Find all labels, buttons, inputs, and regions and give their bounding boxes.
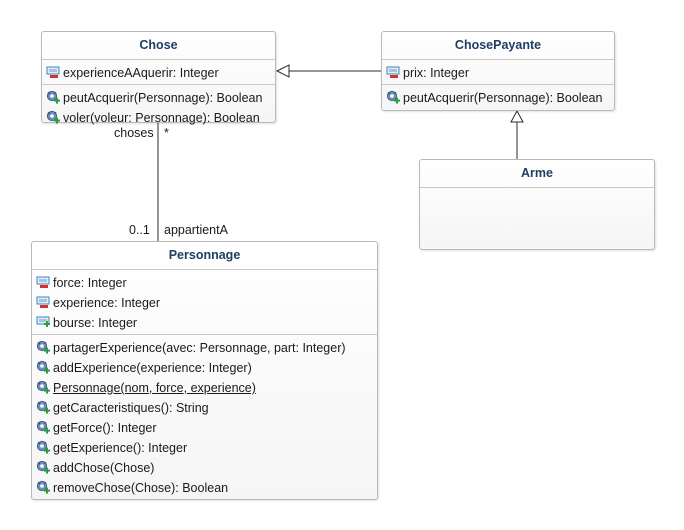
operation-compartment: partagerExperience(avec: Personnage, par… bbox=[32, 335, 377, 499]
generalization-arrowhead-chosepayante bbox=[510, 109, 524, 123]
operation-row[interactable]: removeChose(Chose): Boolean bbox=[32, 478, 377, 498]
operation-text: getCaracteristiques(): String bbox=[53, 401, 209, 415]
class-chose[interactable]: Chose experienceAAquerir: Integer peutAc… bbox=[41, 31, 276, 125]
public-operation-icon bbox=[386, 90, 401, 104]
attribute-text: experienceAAquerir: Integer bbox=[63, 66, 219, 80]
public-operation-icon bbox=[36, 440, 51, 454]
operation-compartment: peutAcquerir(Personnage): Boolean voler(… bbox=[42, 85, 275, 129]
public-operation-icon bbox=[46, 110, 61, 124]
operation-text: addChose(Chose) bbox=[53, 461, 155, 475]
operation-text: partagerExperience(avec: Personnage, par… bbox=[53, 341, 346, 355]
operation-row[interactable]: getExperience(): Integer bbox=[32, 438, 377, 458]
attribute-compartment: force: Integer experience: Integer bours… bbox=[32, 270, 377, 335]
operation-text: peutAcquerir(Personnage): Boolean bbox=[403, 91, 603, 105]
generalization-arrowhead-chose bbox=[275, 64, 290, 78]
class-name: Arme bbox=[420, 160, 654, 188]
attribute-text: experience: Integer bbox=[53, 296, 161, 310]
operation-compartment: peutAcquerir(Personnage): Boolean bbox=[382, 85, 614, 109]
public-operation-icon bbox=[36, 480, 51, 494]
class-name: ChosePayante bbox=[382, 32, 614, 60]
attribute-text: force: Integer bbox=[53, 276, 127, 290]
class-chosepayante[interactable]: ChosePayante prix: Integer peutAcquerir(… bbox=[381, 31, 615, 111]
private-attribute-icon bbox=[36, 295, 51, 309]
public-operation-icon bbox=[46, 90, 61, 104]
operation-text: voler(voleur: Personnage): Boolean bbox=[63, 111, 260, 125]
class-personnage[interactable]: Personnage force: Integer experience: In… bbox=[31, 241, 378, 500]
class-name: Personnage bbox=[32, 242, 377, 270]
public-operation-icon bbox=[36, 380, 51, 394]
operation-row[interactable]: getCaracteristiques(): String bbox=[32, 398, 377, 418]
operation-row[interactable]: getForce(): Integer bbox=[32, 418, 377, 438]
operation-text: removeChose(Chose): Boolean bbox=[53, 481, 229, 495]
association-multiplicity-many: * bbox=[164, 126, 169, 140]
association-role-choses: choses bbox=[114, 126, 154, 140]
operation-row[interactable]: peutAcquerir(Personnage): Boolean bbox=[382, 88, 614, 108]
attribute-row[interactable]: force: Integer bbox=[32, 273, 377, 293]
attribute-compartment: experienceAAquerir: Integer bbox=[42, 60, 275, 85]
attribute-text: prix: Integer bbox=[403, 66, 470, 80]
operation-row[interactable]: voler(voleur: Personnage): Boolean bbox=[42, 108, 275, 128]
attribute-row[interactable]: prix: Integer bbox=[382, 63, 614, 83]
class-name: Chose bbox=[42, 32, 275, 60]
constructor-row[interactable]: Personnage(nom, force, experience) bbox=[32, 378, 377, 398]
private-attribute-icon bbox=[386, 65, 401, 79]
operation-text: addExperience(experience: Integer) bbox=[53, 361, 252, 375]
operation-row[interactable]: partagerExperience(avec: Personnage, par… bbox=[32, 338, 377, 358]
attribute-row[interactable]: experienceAAquerir: Integer bbox=[42, 63, 275, 83]
constructor-text: Personnage(nom, force, experience) bbox=[53, 381, 256, 395]
public-operation-icon bbox=[36, 360, 51, 374]
operation-text: peutAcquerir(Personnage): Boolean bbox=[63, 91, 263, 105]
operation-row[interactable]: addExperience(experience: Integer) bbox=[32, 358, 377, 378]
public-operation-icon bbox=[36, 460, 51, 474]
attribute-row[interactable]: experience: Integer bbox=[32, 293, 377, 313]
attribute-text: bourse: Integer bbox=[53, 316, 138, 330]
operation-row[interactable]: peutAcquerir(Personnage): Boolean bbox=[42, 88, 275, 108]
association-role-appartienta: appartientA bbox=[164, 223, 228, 237]
public-attribute-icon bbox=[36, 315, 51, 329]
class-arme[interactable]: Arme bbox=[419, 159, 655, 250]
private-attribute-icon bbox=[36, 275, 51, 289]
attribute-row[interactable]: bourse: Integer bbox=[32, 313, 377, 333]
operation-text: getExperience(): Integer bbox=[53, 441, 188, 455]
operation-row[interactable]: addChose(Chose) bbox=[32, 458, 377, 478]
association-multiplicity-zero-or-one: 0..1 bbox=[129, 223, 150, 237]
operation-text: getForce(): Integer bbox=[53, 421, 157, 435]
public-operation-icon bbox=[36, 340, 51, 354]
private-attribute-icon bbox=[46, 65, 61, 79]
public-operation-icon bbox=[36, 400, 51, 414]
public-operation-icon bbox=[36, 420, 51, 434]
attribute-compartment: prix: Integer bbox=[382, 60, 614, 85]
